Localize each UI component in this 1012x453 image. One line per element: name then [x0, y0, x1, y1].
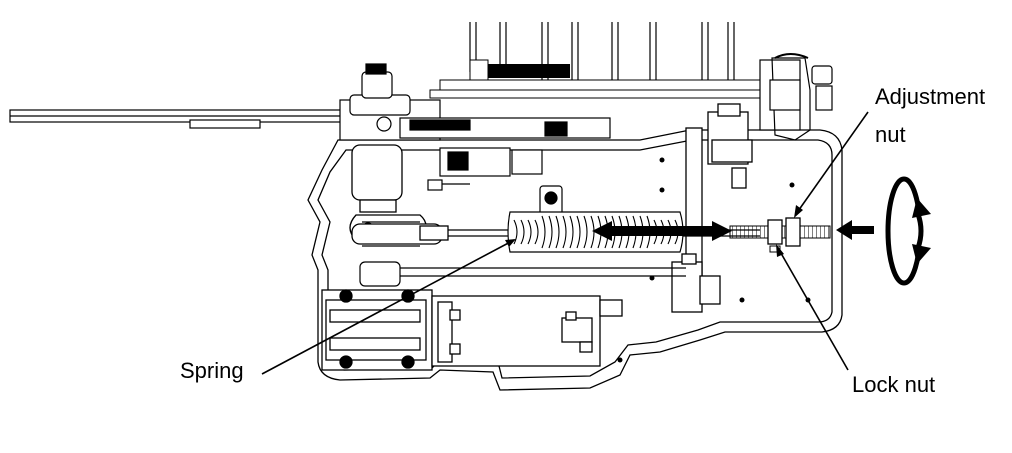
- gear-block: [429, 59, 761, 99]
- rotate-arrows-icon: [885, 176, 931, 286]
- bottom-assembly: [321, 289, 623, 371]
- spring-coil: [541, 215, 546, 249]
- spring-coil: [513, 219, 518, 245]
- lock-nut-part: [767, 219, 783, 245]
- adjustment-nut-label-line2: nut: [875, 122, 906, 147]
- spring-coil: [534, 219, 539, 245]
- right-post: [671, 103, 753, 313]
- spring-coil: [569, 215, 574, 249]
- adjustment-nut-part: [785, 217, 801, 247]
- spring-coil: [548, 215, 553, 249]
- spring-coil: [576, 215, 581, 249]
- spring-coil: [520, 219, 525, 245]
- spring-coil: [583, 215, 588, 249]
- double-arrow-icon: [592, 221, 732, 241]
- top-right-bracket: [759, 53, 833, 141]
- lower-guide: [359, 261, 686, 287]
- lock-nut-label: Lock nut: [852, 372, 935, 397]
- leader-lines: [261, 111, 869, 375]
- spring-coil: [555, 215, 560, 249]
- center-motor: [427, 147, 563, 221]
- adjustment-nut-label-line1: Adjustment: [875, 84, 985, 109]
- arrow-left-icon: [836, 220, 874, 240]
- spring-label: Spring: [180, 358, 244, 383]
- threaded-shaft: [729, 217, 831, 253]
- central-plate: [349, 63, 611, 139]
- leader-arrowheads: [505, 205, 803, 257]
- spring-coil: [527, 219, 532, 245]
- spring-coil: [562, 215, 567, 249]
